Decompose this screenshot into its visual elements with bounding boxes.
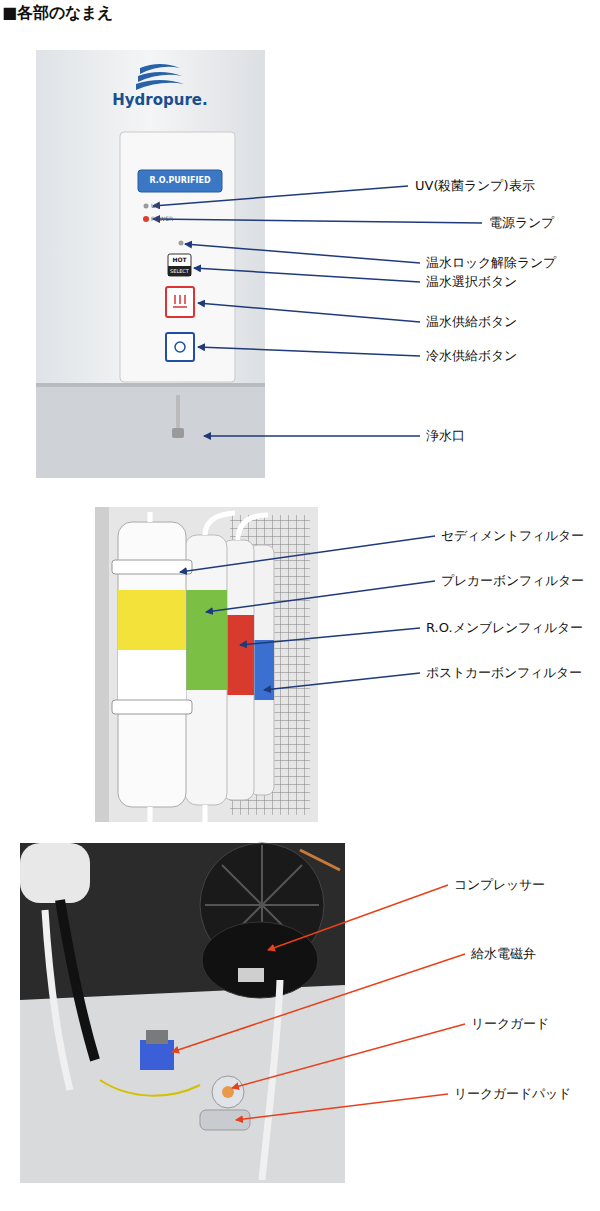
part-label: 冷水供給ボタン (425, 348, 518, 364)
part-label: R.O.メンブレンフィルター (425, 620, 584, 636)
part-label: 温水選択ボタン (425, 274, 518, 290)
filter-photo (95, 507, 318, 822)
part-label: コンプレッサー (453, 877, 546, 893)
panel-text: HOT (172, 256, 186, 263)
part-label: 温水供給ボタン (425, 314, 518, 330)
page-title: ■各部のなまえ (2, 3, 113, 24)
compressor-photo (20, 843, 345, 1183)
part-label: 給水電磁弁 (470, 946, 537, 962)
logo-text: Hydropure. (112, 91, 207, 109)
panel-text: POWER (151, 215, 173, 222)
part-label: ポストカーボンフィルター (425, 665, 583, 681)
part-label: プレカーボンフィルター (440, 573, 585, 589)
part-label: 浄水口 (425, 428, 466, 444)
front-photo (36, 50, 265, 478)
part-label: リークガード (470, 1016, 550, 1032)
part-label: 温水ロック解除ランプ (425, 255, 557, 271)
panel-text: UV (151, 202, 160, 209)
part-label: リークガードパッド (453, 1086, 572, 1102)
part-label: UV(殺菌ランプ)表示 (414, 178, 536, 194)
panel-text: SELECT (170, 268, 189, 274)
part-label: セディメントフィルター (440, 528, 585, 544)
part-label: 電源ランプ (488, 215, 555, 231)
panel-text: R.O.PURIFIED (149, 176, 210, 186)
